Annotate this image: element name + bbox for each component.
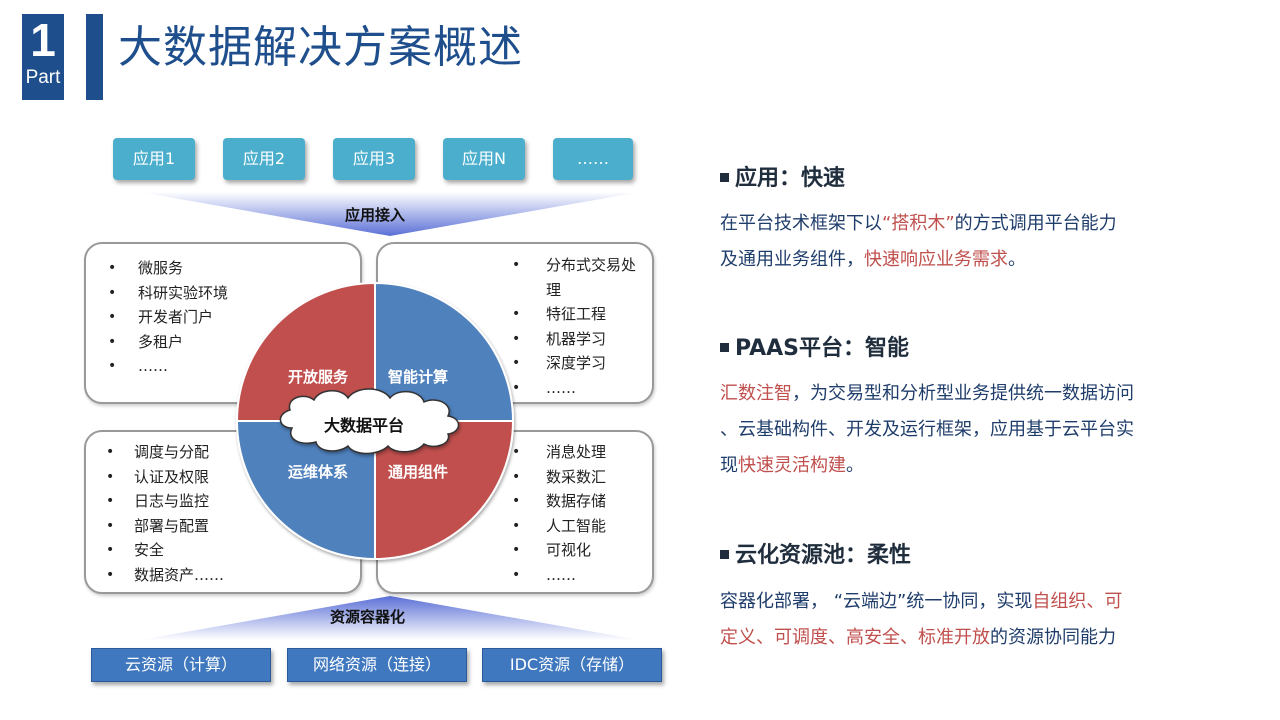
list-item: •人工智能 bbox=[512, 516, 607, 535]
part-number: 1 bbox=[30, 14, 56, 66]
list-item: •多租户 bbox=[108, 332, 184, 351]
ops-system-wedge bbox=[235, 420, 376, 561]
list-item: 理 bbox=[546, 280, 562, 299]
list-item: •认证及权限 bbox=[106, 467, 210, 486]
platform-pie bbox=[235, 281, 515, 561]
square-bullet-icon bbox=[720, 172, 729, 182]
open-service-box: •微服务 •科研实验环境 •开发者门户 •多租户 •…… bbox=[84, 242, 362, 404]
app-box-3: 应用3 bbox=[333, 138, 415, 180]
list-item: •…… bbox=[512, 565, 576, 584]
list-item: •微服务 bbox=[108, 259, 184, 277]
list-item: •部署与配置 bbox=[106, 516, 210, 535]
app-access-label: 应用接入 bbox=[345, 206, 406, 224]
list-item: •数据存储 bbox=[512, 492, 607, 510]
section-body-paas: 汇数注智，为交易型和分析型业务提供统一数据访问 、云基础构件、开发及运行框架，应… bbox=[720, 383, 1134, 476]
section-heading-apps: 应用：快速 bbox=[720, 160, 845, 192]
common-components-label: 通用组件 bbox=[388, 463, 449, 481]
list-item: •…… bbox=[512, 378, 576, 397]
list-item: •日志与监控 bbox=[106, 492, 210, 510]
title-accent-bar bbox=[86, 14, 103, 100]
list-item: •调度与分配 bbox=[106, 443, 210, 461]
resource-funnel bbox=[140, 596, 640, 640]
open-service-label: 开放服务 bbox=[288, 368, 349, 386]
list-item: •开发者门户 bbox=[108, 308, 214, 326]
cloud-resource-box: 云资源（计算） bbox=[91, 648, 271, 682]
ops-system-label: 运维体系 bbox=[288, 463, 349, 481]
square-bullet-icon bbox=[720, 342, 729, 352]
open-service-wedge bbox=[235, 281, 376, 422]
smart-compute-wedge bbox=[374, 281, 515, 422]
list-item: •深度学习 bbox=[512, 354, 607, 372]
list-item: •分布式交易处 bbox=[512, 256, 637, 274]
smart-compute-label: 智能计算 bbox=[388, 368, 449, 386]
section-heading-paas: PAAS平台：智能 bbox=[720, 330, 909, 362]
list-item: •…… bbox=[108, 357, 168, 375]
list-item: •特征工程 bbox=[512, 305, 607, 323]
part-label: Part bbox=[25, 67, 61, 88]
list-item: •科研实验环境 bbox=[108, 283, 229, 302]
app-box-more: …… bbox=[553, 138, 633, 180]
platform-label: 大数据平台 bbox=[324, 416, 405, 435]
list-item: •安全 bbox=[106, 541, 165, 559]
square-bullet-icon bbox=[720, 549, 729, 559]
part-badge: 1 Part bbox=[22, 14, 64, 100]
resource-container-label: 资源容器化 bbox=[330, 608, 406, 626]
list-item: •机器学习 bbox=[512, 329, 607, 348]
app-access-funnel bbox=[140, 192, 640, 236]
list-item: •可视化 bbox=[512, 541, 592, 559]
idc-resource-box: IDC资源（存储） bbox=[482, 648, 662, 682]
cloud-shape bbox=[279, 388, 460, 455]
network-resource-box: 网络资源（连接） bbox=[287, 648, 467, 682]
section-body-cloud-pool: 容器化部署， “云端边”统一协同，实现自组织、可 定义、可调度、高安全、标准开放… bbox=[720, 591, 1123, 648]
section-heading-cloud-pool: 云化资源池：柔性 bbox=[720, 537, 911, 569]
list-item: •数据资产…… bbox=[106, 565, 225, 584]
app-box-1: 应用1 bbox=[113, 138, 195, 180]
app-box-n: 应用N bbox=[443, 138, 525, 180]
list-item: •消息处理 bbox=[512, 443, 607, 461]
architecture-diagram bbox=[140, 192, 640, 640]
common-components-wedge bbox=[374, 420, 515, 561]
list-item: •数采数汇 bbox=[512, 467, 607, 486]
page-title: 大数据解决方案概述 bbox=[118, 22, 523, 73]
section-body-apps: 在平台技术框架下以“搭积木”的方式调用平台能力 及通用业务组件，快速响应业务需求… bbox=[720, 213, 1117, 270]
app-box-2: 应用2 bbox=[223, 138, 305, 180]
